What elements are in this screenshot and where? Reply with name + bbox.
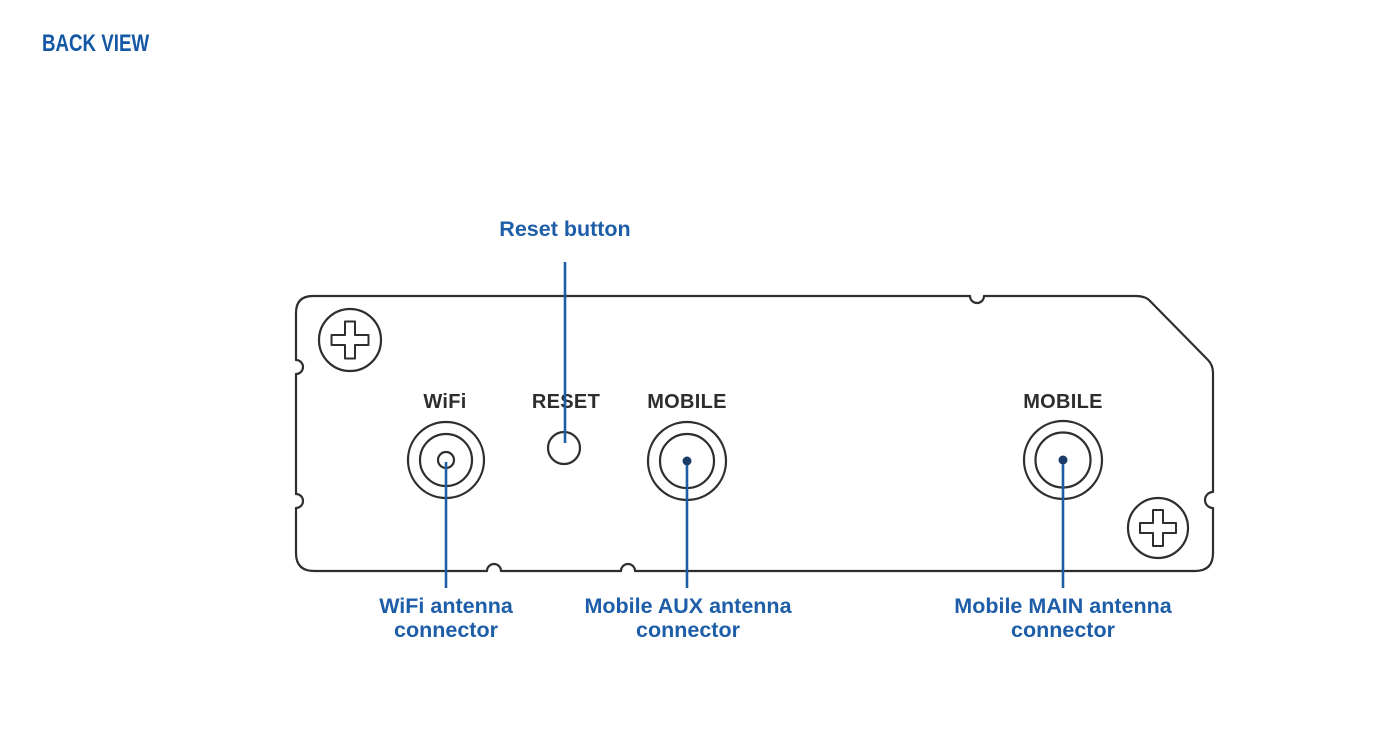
device-outline <box>294 294 1215 573</box>
wifi-callout-label: WiFi antenna connector <box>379 594 513 642</box>
mobile-aux-callout-label: Mobile AUX antenna connector <box>584 594 792 642</box>
page-title: BACK VIEW <box>42 30 150 57</box>
panel-label-mobile-main: MOBILE <box>1023 391 1103 413</box>
wifi-callout-line2: connector <box>394 617 498 642</box>
mobile-main-callout-line1: Mobile MAIN antenna <box>954 594 1172 618</box>
mobile-main-callout-line2: connector <box>1011 617 1115 642</box>
phillips-screw-icon <box>317 307 383 373</box>
phillips-screw-icon <box>1126 496 1190 560</box>
reset-callout-label: Reset button <box>499 217 631 241</box>
mobile-aux-callout-line1: Mobile AUX antenna <box>584 594 792 618</box>
panel-label-mobile-aux: MOBILE <box>647 391 727 413</box>
panel-label-wifi: WiFi <box>423 391 467 413</box>
mobile-aux-callout-line2: connector <box>636 617 740 642</box>
wifi-callout-line1: WiFi antenna <box>379 594 513 618</box>
mobile-main-callout-label: Mobile MAIN antenna connector <box>954 594 1172 642</box>
panel-label-reset: RESET <box>531 391 601 413</box>
